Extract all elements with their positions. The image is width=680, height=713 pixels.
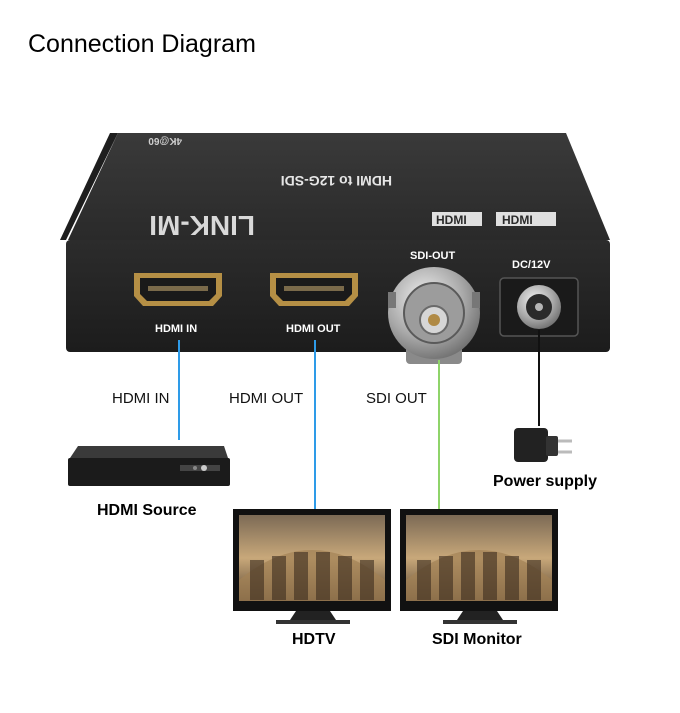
port-label-sdi-out: SDI-OUT <box>410 250 456 262</box>
page-title: Connection Diagram <box>28 30 256 58</box>
caption-sdi-monitor: SDI Monitor <box>432 631 522 648</box>
caption-power-supply: Power supply <box>493 473 598 490</box>
cable-label-sdi-out: SDI OUT <box>366 390 427 407</box>
sdi-monitor-icon <box>400 509 558 624</box>
device-model: HDMI to 12G-SDI <box>281 173 392 189</box>
hdmi-in-port-icon <box>134 273 222 306</box>
hdtv-monitor-icon <box>233 509 391 624</box>
dc-jack-icon <box>499 277 579 337</box>
bnc-connector-icon <box>388 267 480 364</box>
cable-label-hdmi-in: HDMI IN <box>112 390 170 407</box>
caption-hdmi-source: HDMI Source <box>97 502 197 519</box>
port-label-dc: DC/12V <box>512 259 551 271</box>
power-adapter-icon <box>514 428 572 462</box>
device-brand: LINK-MI <box>149 210 255 241</box>
port-label-hdmi-in: HDMI IN <box>155 323 197 335</box>
svg-text:HDMI: HDMI <box>502 213 533 227</box>
hdmi-out-port-icon <box>270 273 358 306</box>
svg-text:HDMI: HDMI <box>436 213 467 227</box>
hdmi-logo-icon: HDMI HDMI <box>432 212 556 227</box>
port-label-hdmi-out: HDMI OUT <box>286 323 341 335</box>
hdmi-source-icon <box>68 446 230 486</box>
cable-label-hdmi-out: HDMI OUT <box>229 390 304 407</box>
device-badge: 4K@60 <box>148 135 182 146</box>
caption-hdtv: HDTV <box>292 631 336 648</box>
